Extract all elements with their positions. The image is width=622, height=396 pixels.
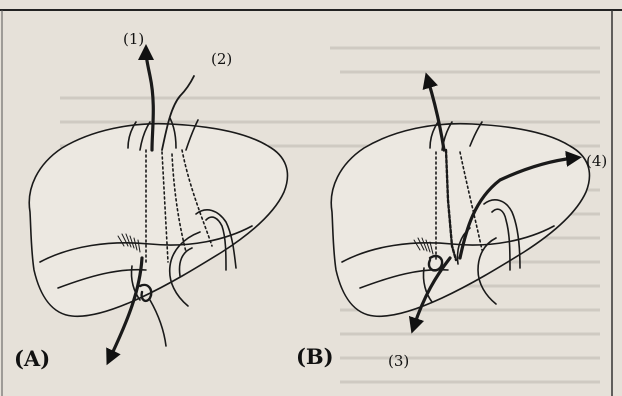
panel-a-label: (A) <box>14 346 50 371</box>
marker-4: (4) <box>586 152 607 170</box>
marker-1: (1) <box>123 30 144 48</box>
marker-3: (3) <box>388 352 409 370</box>
panel-b-label: (B) <box>296 344 334 369</box>
marker-2: (2) <box>211 50 232 68</box>
